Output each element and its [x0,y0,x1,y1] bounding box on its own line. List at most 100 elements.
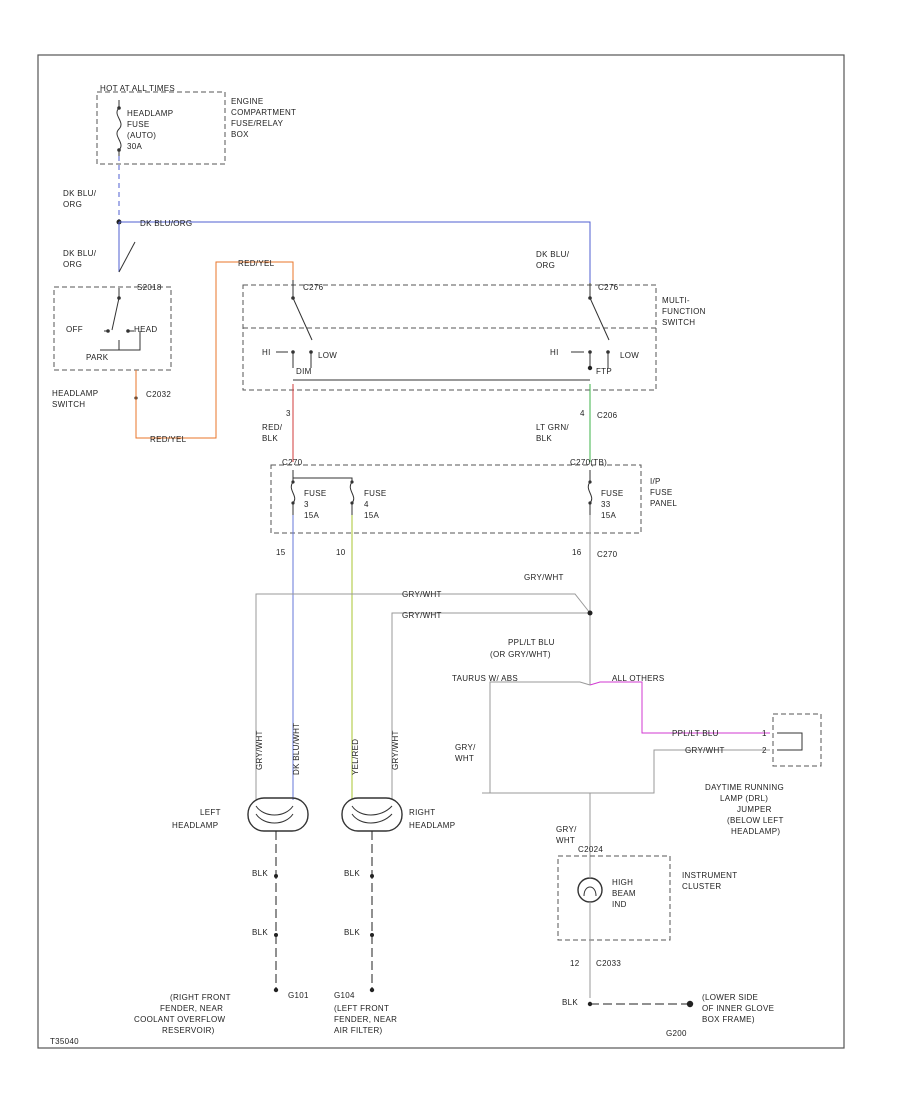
svg-text:FUSE: FUSE [364,489,387,498]
red-blk-label: RED/ BLK [262,423,283,443]
pin-4-label: 4 [580,409,585,418]
svg-text:WHT: WHT [556,836,575,845]
ground-g200 [686,1000,694,1008]
hot-at-all-times-label: HOT AT ALL TIMES [100,84,175,93]
svg-text:GRY/: GRY/ [556,825,577,834]
pin-3-label: 3 [286,409,291,418]
ppl-lt-blu-label: PPL/LT BLU (OR GRY/WHT) [490,638,555,659]
dk-blu-org-top-label: DK BLU/ORG [140,219,192,228]
svg-text:BLK: BLK [262,434,278,443]
high-beam-label: HIGH BEAM IND [612,878,636,909]
c2032-label: C2032 [146,390,171,399]
multi-function-label: MULTI- FUNCTION SWITCH [662,296,706,327]
svg-text:DAYTIME RUNNING: DAYTIME RUNNING [705,783,784,792]
svg-text:FUNCTION: FUNCTION [662,307,706,316]
pin-1-label: 1 [762,729,767,738]
svg-text:HEADLAMP): HEADLAMP) [731,827,780,836]
ftp-label: FTP [596,367,612,376]
right-headlamp-label: RIGHT HEADLAMP [409,808,455,830]
dimmer-switch-left [276,280,313,368]
switch-park-label: PARK [86,353,109,362]
switch-head-label: HEAD [134,325,157,334]
svg-text:INSTRUMENT: INSTRUMENT [682,871,737,880]
svg-text:I/P: I/P [650,477,661,486]
red-yel-top-label: RED/YEL [238,259,275,268]
svg-text:FUSE: FUSE [127,120,150,129]
ip-fuse-panel-box [270,464,642,534]
svg-text:FUSE/RELAY: FUSE/RELAY [231,119,284,128]
c206-label: C206 [597,411,618,420]
v-gry-wht-left-label: GRY/WHT [255,730,264,770]
svg-text:HEADLAMP: HEADLAMP [127,109,173,118]
svg-text:RESERVOIR): RESERVOIR) [162,1026,215,1035]
headlamp-fuse-label: HEADLAMP FUSE (AUTO) 30A [127,109,173,151]
svg-text:BOX FRAME): BOX FRAME) [702,1015,755,1024]
svg-text:15A: 15A [304,511,319,520]
svg-text:(OR GRY/WHT): (OR GRY/WHT) [490,650,551,659]
wire-gry-wht-right-feed [391,612,590,800]
splice-gry-wht [587,610,593,616]
svg-text:FUSE: FUSE [650,488,673,497]
pin-16-label: 16 [572,548,582,557]
svg-text:LEFT: LEFT [200,808,221,817]
ip-fuse-panel-label: I/P FUSE PANEL [650,477,677,508]
gry-wht-label-3: GRY/WHT [402,611,442,620]
dk-blu-org-right-label: DK BLU/ ORG [536,250,570,270]
svg-text:COOLANT OVERFLOW: COOLANT OVERFLOW [134,1015,225,1024]
wire-taurus-branch [489,681,591,793]
svg-text:DK BLU/: DK BLU/ [63,189,97,198]
multi-function-switch-box [242,284,657,391]
svg-text:PPL/LT BLU: PPL/LT BLU [508,638,555,647]
svg-text:WHT: WHT [455,754,474,763]
svg-text:LT GRN/: LT GRN/ [536,423,569,432]
blk-label-1: BLK [252,869,268,878]
svg-text:GRY/: GRY/ [455,743,476,752]
svg-text:BOX: BOX [231,130,249,139]
svg-text:ORG: ORG [63,200,82,209]
ground-glove-box-label: (LOWER SIDE OF INNER GLOVE BOX FRAME) [702,993,774,1024]
wire-dk-blu-org-top [119,221,591,283]
svg-text:MULTI-: MULTI- [662,296,690,305]
blk-label-5: BLK [562,998,578,1007]
dk-blu-org-label-1: DK BLU/ ORG [63,189,97,209]
svg-text:AIR FILTER): AIR FILTER) [334,1026,383,1035]
svg-text:HEADLAMP: HEADLAMP [172,821,218,830]
ground-left-fender-label: (LEFT FRONT FENDER, NEAR AIR FILTER) [334,1004,397,1035]
gry-wht-5-label: GRY/ WHT [455,743,476,763]
lt-grn-blk-label: LT GRN/ BLK [536,423,569,443]
svg-text:RED/: RED/ [262,423,283,432]
red-yel-bottom-label: RED/YEL [150,435,187,444]
svg-text:ENGINE: ENGINE [231,97,263,106]
figure-id-label: T35040 [50,1037,79,1046]
fuse-3-symbol [290,470,355,515]
drl-label: DAYTIME RUNNING LAMP (DRL) JUMPER (BELOW… [705,783,784,836]
gry-wht-4-label: GRY/WHT [685,746,725,755]
blk-label-2: BLK [252,928,268,937]
c2276-right-label: C276 [598,283,619,292]
pin-12-label: 12 [570,959,580,968]
svg-text:30A: 30A [127,142,142,151]
svg-text:3: 3 [304,500,309,509]
svg-text:(RIGHT FRONT: (RIGHT FRONT [170,993,231,1002]
pin-10-label: 10 [336,548,346,557]
svg-text:BLK: BLK [536,434,552,443]
svg-text:LAMP (DRL): LAMP (DRL) [720,794,768,803]
gry-wht-6-label: GRY/ WHT [556,825,577,845]
svg-text:FENDER, NEAR: FENDER, NEAR [334,1015,397,1024]
fuse-3-label: FUSE 3 15A [304,489,326,520]
v-gry-wht-right-label: GRY/WHT [391,730,400,770]
c276-label: C276 [303,283,324,292]
svg-text:SWITCH: SWITCH [662,318,695,327]
svg-text:15A: 15A [601,511,616,520]
wire-gry-wht-left-feed [255,593,591,800]
pin-15-label: 15 [276,548,286,557]
svg-text:JUMPER: JUMPER [737,805,772,814]
fuse-33-symbol [587,470,593,515]
s2018-label: S2018 [137,283,162,292]
svg-text:ORG: ORG [63,260,82,269]
taurus-abs-label: TAURUS W/ ABS [452,674,518,683]
hi-right-label: HI [550,348,559,357]
switch-off-label: OFF [66,325,83,334]
svg-text:DK BLU/: DK BLU/ [536,250,570,259]
v-dk-blu-wht-label: DK BLU/WHT [292,723,301,775]
